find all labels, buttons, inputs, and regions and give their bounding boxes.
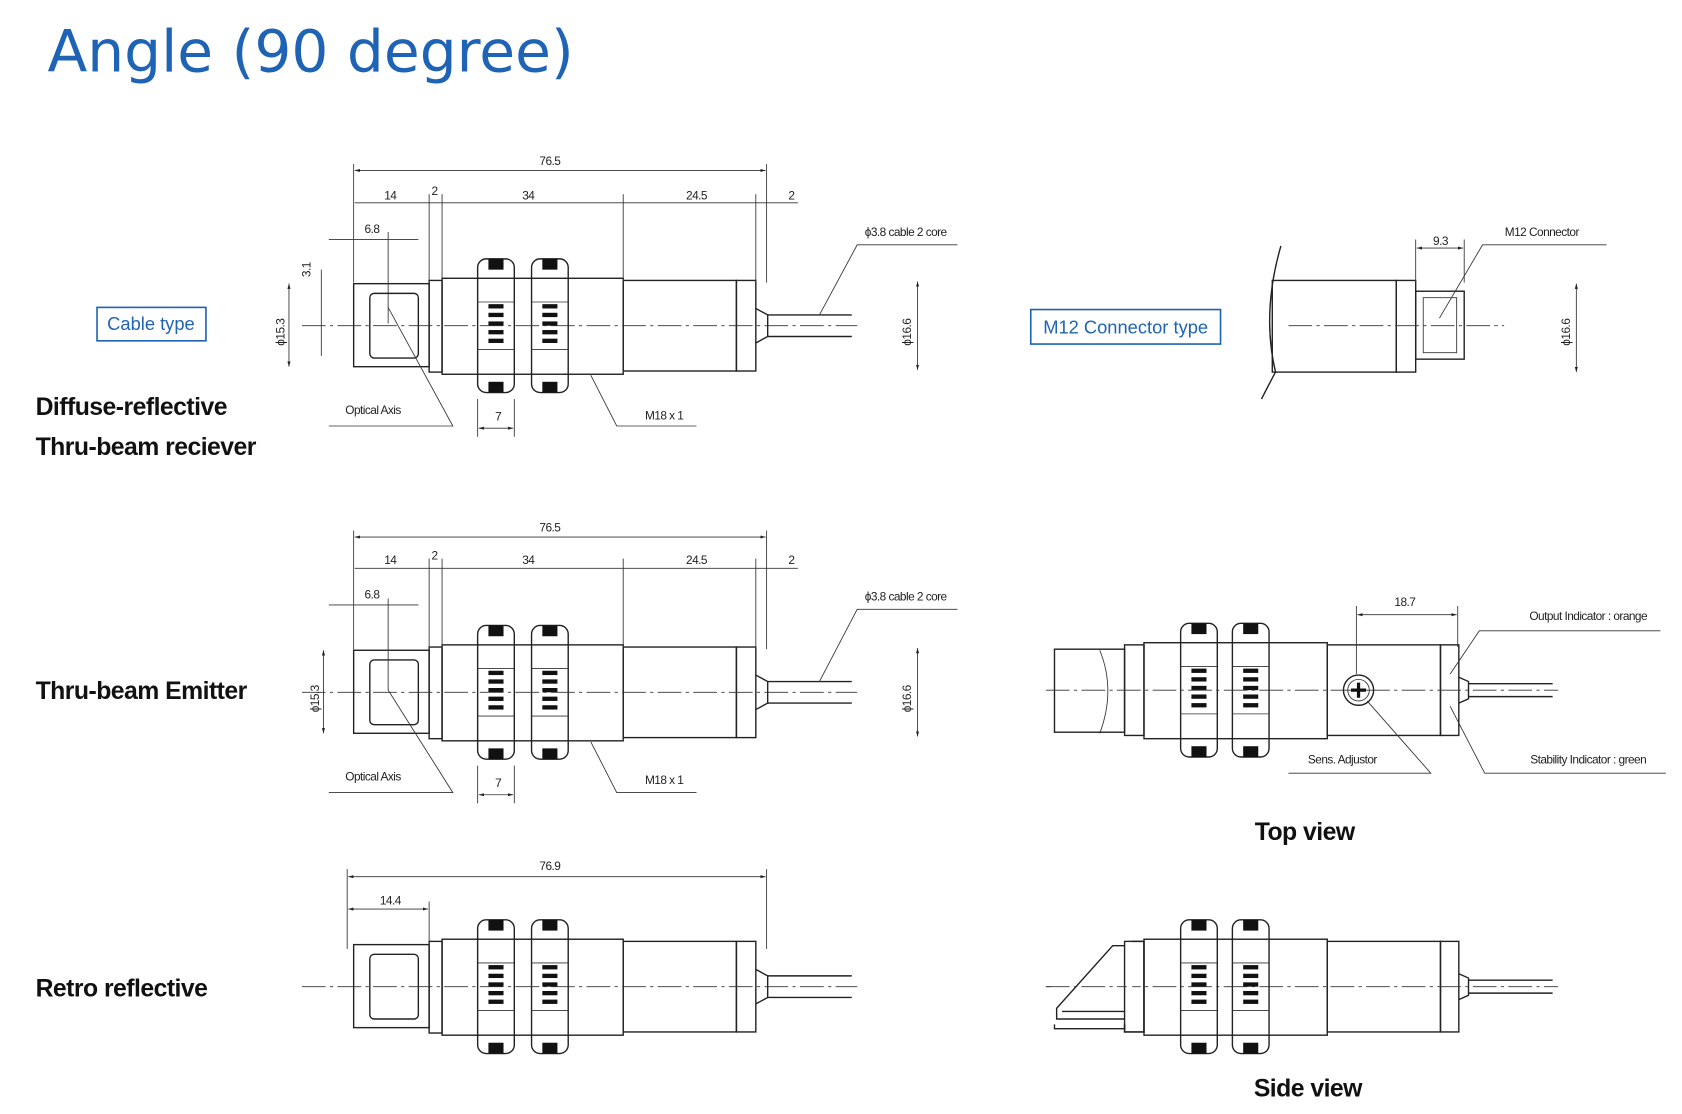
- dim-thread: 34: [522, 553, 535, 567]
- side-view-title: Side view: [1254, 1076, 1363, 1103]
- cable-type-label: Cable type: [107, 313, 195, 334]
- top-view-annotations: 18.7 Output Indicator : orange Stability…: [1099, 595, 1666, 774]
- dim-body-dia: ϕ16.6: [900, 318, 914, 346]
- row-label-retro: Retro reflective: [36, 975, 208, 1002]
- optical-axis-label: Optical Axis: [345, 770, 401, 784]
- dim-retro-front: 14.4: [380, 894, 402, 908]
- dim-m12-len: 9.3: [1433, 234, 1449, 248]
- output-indicator-label: Output Indicator : orange: [1529, 609, 1648, 623]
- sens-adjustor-icon: [1342, 674, 1375, 706]
- dim-front: 14: [384, 553, 397, 567]
- m12-type-label: M12 Connector type: [1043, 316, 1208, 337]
- dim-front-dia: ϕ15.3: [308, 684, 322, 712]
- m12-type-badge: M12 Connector type: [1029, 308, 1222, 345]
- dim-total: 76.5: [539, 154, 561, 168]
- dim-optical-offset: 6.8: [365, 222, 381, 236]
- sensor-thru-emitter: [302, 625, 857, 759]
- dimensions-row2: 76.5 14 2 34 24.5 2 6.8 ϕ15.3 ϕ16.6 ϕ3.8…: [308, 521, 958, 804]
- top-view-title: Top view: [1255, 819, 1356, 846]
- m12-connector-label: M12 Connector: [1505, 225, 1580, 239]
- dimensions-row3: 76.9 14.4: [346, 859, 768, 949]
- page-title: Angle (90 degree): [47, 17, 573, 85]
- dim-front: 14: [384, 189, 397, 203]
- sensor-cable-diffuse: [302, 259, 857, 393]
- optical-axis-label: Optical Axis: [345, 403, 401, 417]
- dim-m12-dia: ϕ16.6: [1559, 318, 1573, 346]
- dim-body-dia: ϕ16.6: [900, 684, 914, 712]
- thread-spec: M18 x 1: [645, 409, 684, 423]
- cable-type-badge: Cable type: [96, 306, 207, 342]
- dim-retro-total: 76.9: [539, 859, 561, 873]
- dim-cable: ϕ3.8 cable 2 core: [865, 225, 948, 239]
- dim-adj-pos: 18.7: [1394, 595, 1415, 609]
- dim-optical-offset: 6.8: [365, 588, 381, 602]
- sensor-retro-reflective: [302, 920, 857, 1054]
- dim-total: 76.5: [539, 521, 561, 535]
- dim-axis-offset: 3.1: [300, 261, 314, 277]
- dim-nut: 7: [495, 776, 501, 790]
- dim-end: 2: [788, 553, 794, 567]
- thread-spec: M18 x 1: [645, 773, 684, 787]
- row-label-thru-receiver: Thru-beam reciever: [36, 434, 257, 461]
- dim-front-dia: ϕ15.3: [274, 318, 288, 346]
- dim-cable: ϕ3.8 cable 2 core: [865, 590, 948, 604]
- dim-end: 2: [788, 189, 794, 203]
- stability-indicator-label: Stability Indicator : green: [1530, 752, 1646, 766]
- sensor-top-view: [1046, 623, 1558, 757]
- dim-thread: 34: [522, 189, 535, 203]
- m12-connector-view: 9.3 M12 Connector ϕ16.6: [1260, 225, 1607, 400]
- sensor-side-view: [1046, 920, 1558, 1054]
- sens-adjustor-label: Sens. Adjustor: [1308, 752, 1378, 766]
- row-label-diffuse: Diffuse-reflective: [36, 394, 227, 421]
- dim-nut: 7: [495, 410, 501, 424]
- dim-rear: 24.5: [686, 189, 708, 203]
- dimensions-row1: 76.5 14 2 34 24.5 2 6.8 3.1 ϕ15.3 ϕ16.6 …: [274, 154, 958, 437]
- dim-gap: 2: [431, 549, 437, 563]
- dim-rear: 24.5: [686, 553, 708, 567]
- row-label-thru-emitter: Thru-beam Emitter: [36, 678, 248, 705]
- dim-gap: 2: [431, 184, 437, 198]
